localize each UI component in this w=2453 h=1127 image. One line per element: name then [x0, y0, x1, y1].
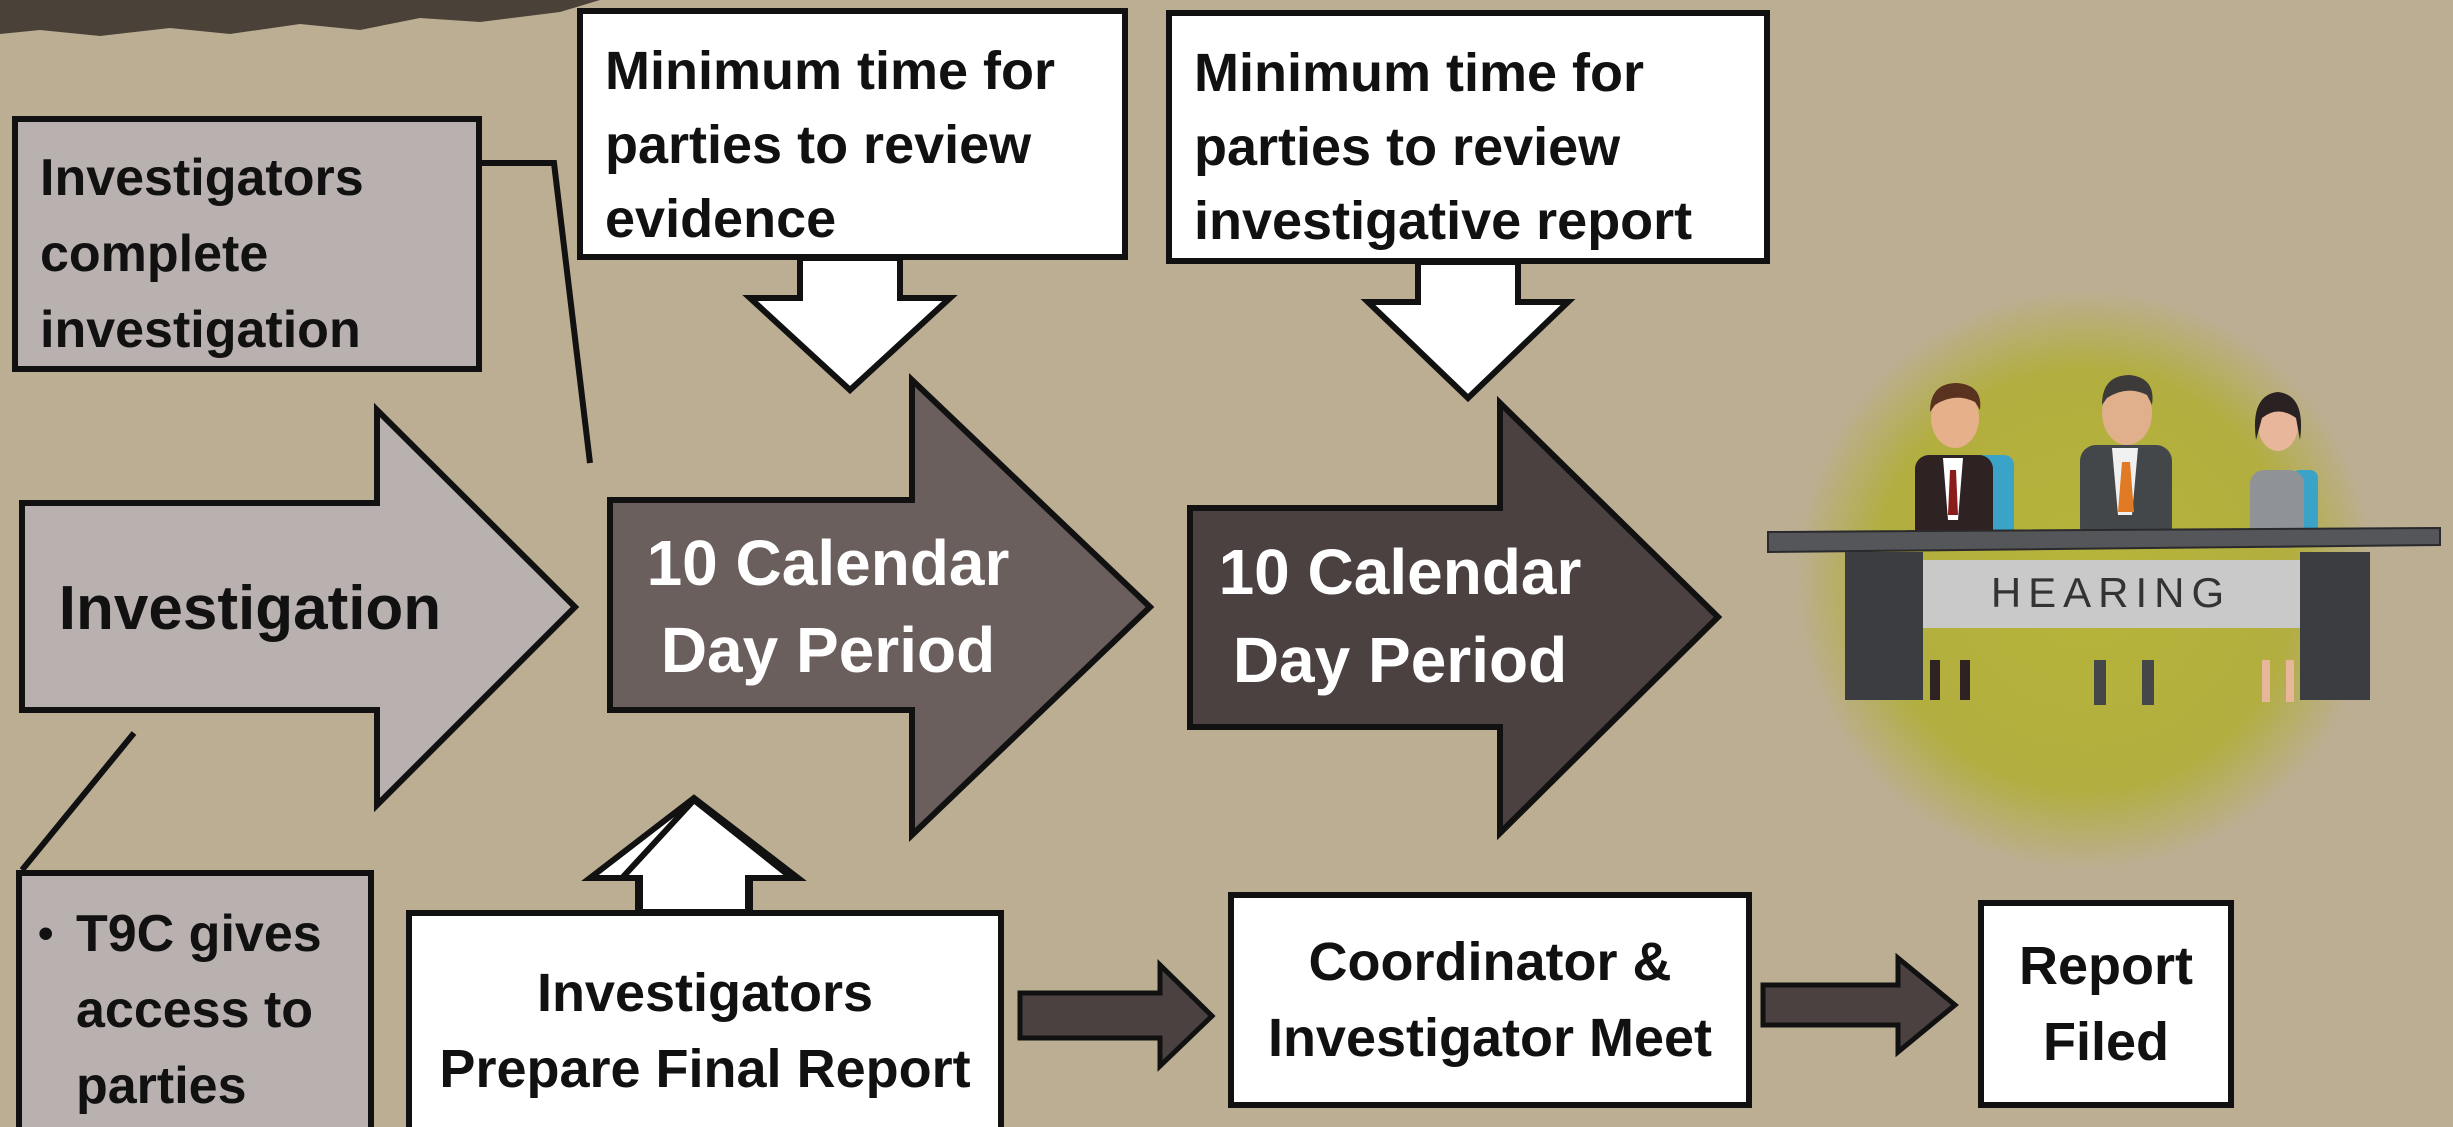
callout-evidence-line-3: evidence [605, 189, 837, 249]
callout-review-report: Minimum time for parties to review inves… [1166, 10, 1770, 264]
step-coordinator-meet: Coordinator & Investigator Meet [1228, 892, 1752, 1108]
period-2-line-1: 10 Calendar [1219, 536, 1582, 608]
investigation-label: Investigation [59, 574, 441, 643]
prepare-line-1: Investigators [536, 962, 874, 1023]
note-line-1: Investigators [40, 149, 364, 207]
period-1-line-1: 10 Calendar [647, 527, 1010, 599]
callout-evidence-line-2: parties to review [605, 115, 1032, 175]
callout-report-line-1: Minimum time for [1194, 43, 1645, 103]
period-arrow-1 [607, 372, 1155, 843]
t9c-line-3: parties [76, 1057, 247, 1115]
connector-line-bottom [19, 731, 137, 872]
down-arrow-report-shape [1360, 259, 1576, 403]
callout-report-line-3: investigative report [1194, 191, 1693, 251]
period-arrow-2 [1187, 395, 1723, 841]
hearing-panel-illustration: HEARING [1767, 290, 2441, 870]
hearing-sign: HEARING [1991, 569, 2231, 616]
meet-line-1: Coordinator & [1308, 932, 1672, 992]
meet-line-2: Investigator Meet [1267, 1008, 1713, 1068]
note-investigators-complete: Investigators complete investigation [12, 116, 482, 372]
down-arrow-evidence [742, 255, 958, 395]
investigation-arrow [19, 402, 580, 813]
hearing-sign-panel [1923, 560, 2300, 628]
filed-line-1: Report [2019, 936, 2193, 996]
t9c-line-1: T9C gives [76, 905, 322, 963]
callout-review-evidence: Minimum time for parties to review evide… [577, 8, 1128, 260]
bullet-icon: • [38, 909, 54, 958]
panel-member-middle [2080, 375, 2172, 705]
arrow-prepare-to-meet [1017, 959, 1216, 1072]
period-2-line-2: Day Period [1233, 624, 1567, 696]
prepare-line-2: Prepare Final Report [439, 1038, 971, 1099]
note-t9c-access: • T9C gives access to parties [16, 870, 374, 1127]
period-1-line-2: Day Period [661, 614, 995, 686]
note-line-3: investigation [40, 301, 361, 359]
arrow-meet-to-filed [1760, 952, 1959, 1058]
hearing-table-leg-left [1845, 552, 1923, 700]
up-arrow-prepare-shape [615, 795, 801, 915]
t9c-line-2: access to [76, 981, 314, 1039]
panel-member-left [1915, 383, 1993, 700]
torn-paper-decoration [0, 0, 600, 36]
step-report-filed: Report Filed [1978, 900, 2234, 1108]
note-line-2: complete [40, 225, 269, 283]
hearing-table-top [1767, 526, 2441, 554]
connector-line-top [476, 160, 593, 464]
callout-report-line-2: parties to review [1194, 117, 1621, 177]
filed-line-2: Filed [2042, 1012, 2169, 1072]
callout-evidence-line-1: Minimum time for [605, 41, 1056, 101]
step-prepare-final-report: Investigators Prepare Final Report [406, 910, 1004, 1127]
hearing-table-leg-right [2300, 552, 2370, 700]
